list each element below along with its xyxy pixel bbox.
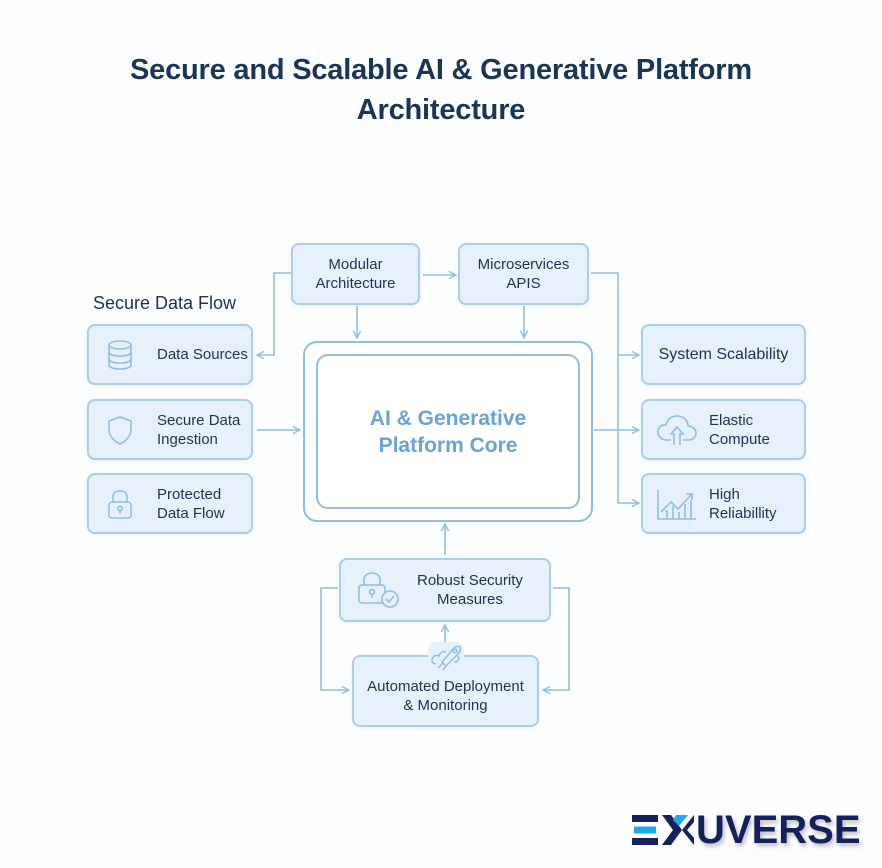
box-system-scalability[interactable]: System Scalability bbox=[641, 324, 806, 385]
platform-core[interactable]: AI & Generative Platform Core bbox=[303, 341, 593, 522]
cloud-upload-icon bbox=[655, 412, 699, 448]
shield-icon bbox=[105, 414, 135, 446]
box-modular-architecture[interactable]: Modular Architecture bbox=[291, 243, 420, 305]
box-label: Automated Deployment & Monitoring bbox=[367, 678, 524, 714]
box-robust-security-measures[interactable]: Robust Security Measures bbox=[339, 558, 551, 622]
logo-mark-icon bbox=[632, 813, 694, 847]
box-label: Robust Security Measures bbox=[417, 572, 523, 608]
box-label: Protected Data Flow bbox=[157, 485, 225, 522]
rocket-icon bbox=[428, 642, 464, 672]
platform-core-inner: AI & Generative Platform Core bbox=[316, 354, 580, 509]
box-data-sources[interactable]: Data Sources bbox=[87, 324, 253, 385]
database-icon bbox=[105, 339, 135, 371]
box-high-reliability[interactable]: High Reliabillity bbox=[641, 473, 806, 534]
box-label: High Reliabillity bbox=[709, 485, 777, 522]
box-label: Modular Architecture bbox=[315, 256, 396, 292]
title-line-2: Architecture bbox=[356, 94, 526, 126]
diagram-title: Secure and Scalable AI & Generative Plat… bbox=[0, 50, 882, 130]
box-label: System Scalability bbox=[658, 346, 789, 363]
lock-icon bbox=[105, 488, 135, 520]
brand-logo: UVERSE bbox=[632, 810, 861, 850]
section-label-secure-data-flow: Secure Data Flow bbox=[93, 293, 237, 313]
box-secure-data-ingestion[interactable]: Secure Data Ingestion bbox=[87, 399, 253, 460]
title-line-1: Secure and Scalable AI & Generative Plat… bbox=[130, 54, 752, 86]
box-label: Elastic Compute bbox=[709, 411, 770, 448]
box-protected-data-flow[interactable]: Protected Data Flow bbox=[87, 473, 253, 534]
box-label: Data Sources bbox=[157, 346, 248, 363]
connector-modular-to-data-sources bbox=[257, 272, 291, 355]
core-label: AI & Generative Platform Core bbox=[369, 406, 527, 457]
chart-growth-icon bbox=[655, 486, 699, 522]
box-elastic-compute[interactable]: Elastic Compute bbox=[641, 399, 806, 460]
box-label: Secure Data Ingestion bbox=[157, 411, 241, 448]
logo-text: UVERSE bbox=[696, 808, 861, 852]
box-label: Microservices APIS bbox=[477, 256, 570, 292]
lock-check-icon bbox=[357, 571, 401, 609]
connector-microservices-to-right-bus bbox=[591, 272, 619, 503]
box-microservices-apis[interactable]: Microservices APIS bbox=[458, 243, 589, 305]
